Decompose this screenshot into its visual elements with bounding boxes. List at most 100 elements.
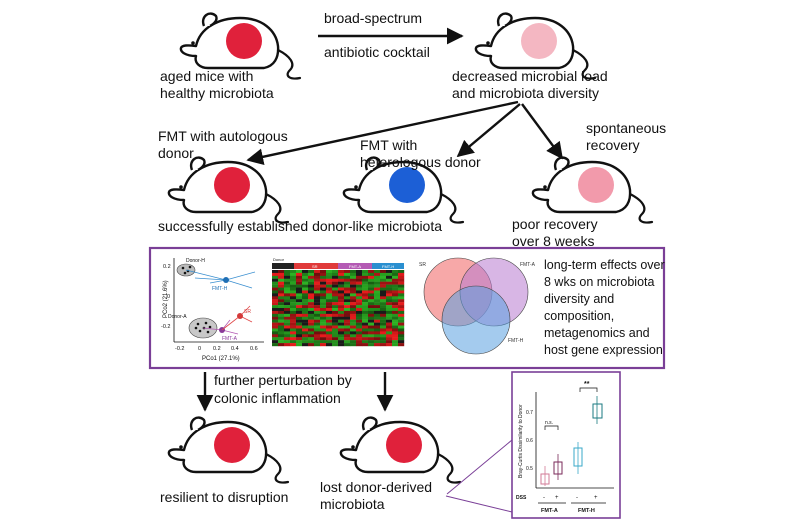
heatmap-cell (362, 278, 369, 282)
heatmap-cell (290, 331, 297, 335)
boxplot-inset: Bray-Curtis Dissimilarity to Donor 0.7 0… (511, 371, 621, 519)
heatmap-cell (272, 275, 279, 279)
heatmap-cell (314, 310, 321, 315)
heatmap-cell (278, 337, 285, 341)
heatmap-cell (398, 270, 405, 274)
heatmap-cell (392, 334, 399, 338)
heatmap-cell (368, 278, 375, 282)
caption-autologous-line1: FMT with autologous (158, 128, 288, 144)
heatmap-cell (314, 275, 321, 279)
pcoa-ylabel: PCo2 (21.6%) (163, 280, 169, 318)
heatmap-cell (368, 343, 375, 347)
heatmap-cell (326, 322, 333, 326)
heatmap-cell (398, 272, 405, 277)
heatmap-cell (284, 281, 291, 285)
heatmap-cell (392, 316, 399, 320)
microbiota-dot-aged (226, 23, 262, 59)
heatmap-cell (296, 319, 303, 323)
heatmap-header-label-fmt-h: FMT-H (382, 264, 394, 269)
heatmap-cell (284, 319, 291, 323)
heatmap-cell (314, 281, 321, 285)
heatmap-cell (308, 302, 315, 306)
heatmap-cell (320, 287, 327, 291)
heatmap-cell (332, 328, 339, 332)
heatmap-cell (284, 287, 291, 291)
heatmap-cell (356, 343, 363, 347)
heatmap-cell (272, 319, 279, 323)
heatmap-cell (374, 340, 381, 344)
heatmap-cell (350, 290, 357, 294)
heatmap-cell (344, 287, 351, 291)
heatmap-cell (350, 328, 357, 332)
heatmap-cell (296, 270, 303, 274)
heatmap-cell (320, 334, 327, 338)
dss-value-0: - (543, 495, 545, 501)
heatmap-cell (368, 293, 375, 297)
heatmap-cell (284, 305, 291, 309)
dss-value-1: + (555, 495, 559, 501)
heatmap-cell (380, 308, 387, 312)
heatmap-cell (386, 302, 393, 306)
pcoa-ytick-0: 0.2 (163, 264, 171, 270)
heatmap-cell (302, 319, 309, 323)
heatmap-cell (368, 302, 375, 306)
heatmap-cell (278, 270, 285, 274)
label-lost-line2: microbiota (320, 496, 385, 512)
caption-spontaneous-line1: spontaneous (586, 120, 667, 136)
heatmap-cell (290, 305, 297, 309)
zoom-line-1 (446, 439, 513, 495)
heatmap-cell (284, 331, 291, 335)
heatmap-cell (398, 310, 405, 315)
heatmap-cell (320, 308, 327, 312)
heatmap-cell (386, 310, 393, 315)
heatmap-cell (332, 331, 339, 335)
heatmap-cell (386, 281, 393, 285)
heatmap-cell (326, 299, 333, 303)
heatmap-cell (386, 328, 393, 332)
heatmap-cell (398, 325, 405, 329)
heatmap-cell (308, 278, 315, 282)
heatmap-cell (362, 296, 369, 300)
panel-desc-4: metagenomics and (544, 326, 650, 340)
heatmap-cell (272, 308, 279, 312)
microbiota-dot-autologous (214, 167, 250, 203)
heatmap-cell (314, 313, 321, 317)
heatmap-cell (350, 337, 357, 341)
heatmap-cell (302, 310, 309, 315)
heatmap-cell (314, 337, 321, 341)
heatmap-cell (290, 328, 297, 332)
heatmap-cell (380, 319, 387, 323)
heatmap-cell (344, 313, 351, 317)
heatmap-cell (284, 310, 291, 315)
heatmap-cell (338, 328, 345, 332)
heatmap-cell (332, 287, 339, 291)
heatmap-cell (392, 278, 399, 282)
heatmap-cell (320, 270, 327, 274)
heatmap-cell (398, 313, 405, 317)
heatmap-cell (308, 340, 315, 344)
heatmap-cell (362, 337, 369, 341)
label-decreased-line1: decreased microbial load (452, 68, 608, 84)
mouse-spontaneous (531, 156, 654, 224)
heatmap-cell (344, 270, 351, 274)
heatmap-cell (392, 299, 399, 303)
heatmap-cell (350, 278, 357, 282)
heatmap-cell (350, 299, 357, 303)
heatmap-cell (350, 293, 357, 297)
heatmap-cell (386, 322, 393, 326)
heatmap-cell (326, 275, 333, 279)
heatmap-cell (320, 331, 327, 335)
heatmap-cell (278, 299, 285, 303)
heatmap-cell (386, 290, 393, 294)
heatmap-cell (332, 278, 339, 282)
heatmap-cell (332, 281, 339, 285)
heatmap-cell (392, 284, 399, 288)
heatmap-cell (380, 299, 387, 303)
heatmap-cell (362, 310, 369, 315)
heatmap-cell (350, 322, 357, 326)
heatmap-cell (392, 272, 399, 277)
heatmap-cell (380, 331, 387, 335)
heatmap-cell (302, 296, 309, 300)
heatmap-cell (338, 272, 345, 277)
microbiota-dot-heterologous (389, 167, 425, 203)
